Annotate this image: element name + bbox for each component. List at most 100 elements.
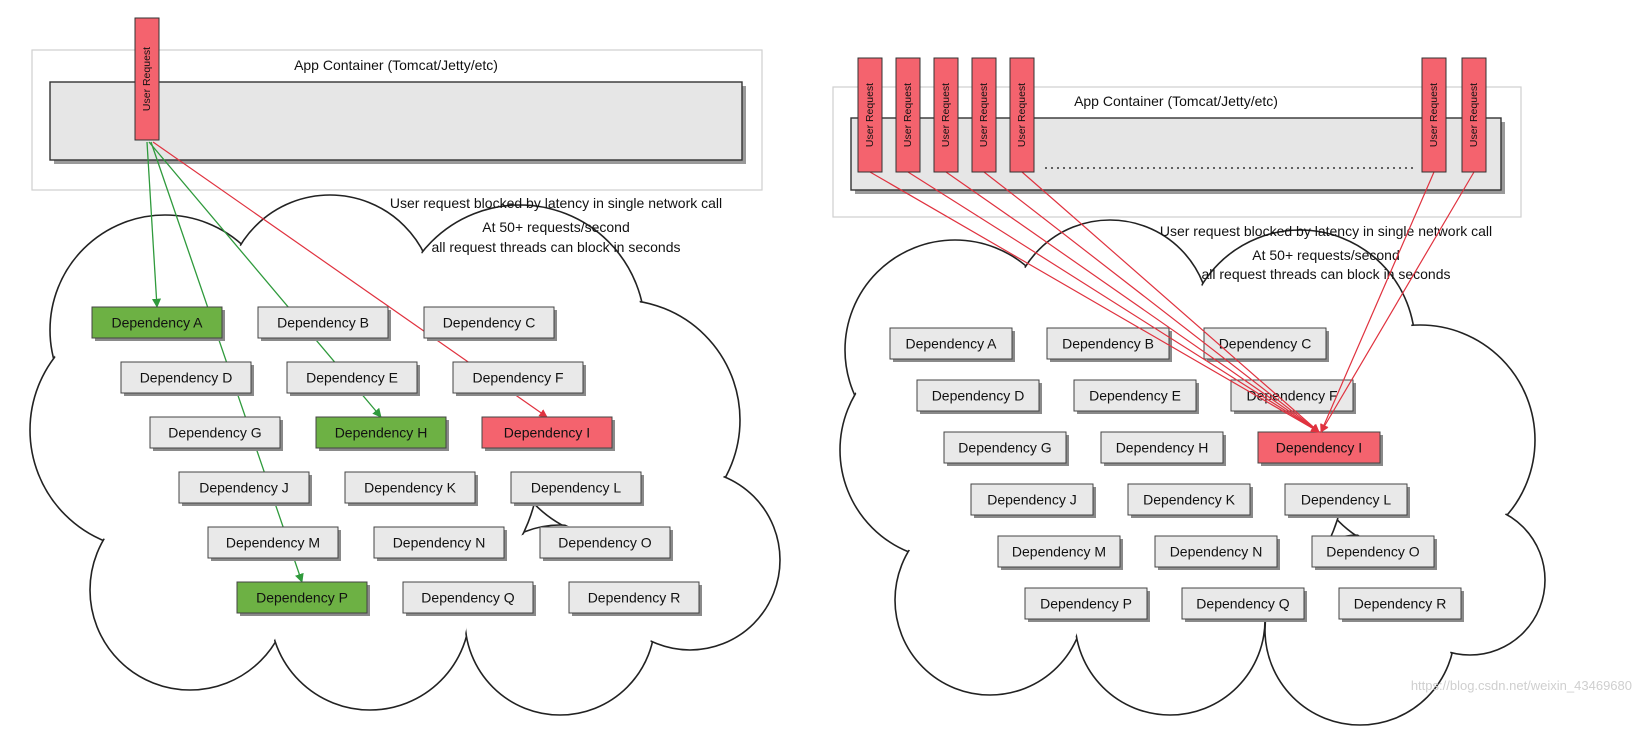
right-dep-label: Dependency E [1089, 388, 1181, 404]
right-user-request-label: User Request [1468, 83, 1480, 147]
right-dependency-f: Dependency F [1230, 379, 1356, 414]
left-dependency-q: Dependency Q [402, 581, 536, 616]
left-dep-label: Dependency J [199, 480, 289, 496]
left-user-request-label: User Request [141, 47, 153, 111]
right-request-line-5 [1021, 171, 1320, 433]
left-dep-box [149, 416, 281, 449]
left-dependency-a: Dependency A [91, 306, 225, 341]
right-user-request-1: User Request [857, 57, 883, 173]
right-dep-label: Dependency H [1116, 440, 1209, 456]
left-dep-box [178, 471, 310, 504]
right-dependency-o: Dependency O [1311, 535, 1437, 570]
right-connection-lines [869, 171, 1475, 433]
left-dependency-c: Dependency C [423, 306, 557, 341]
left-dep-label: Dependency D [140, 370, 233, 386]
left-dep-box [568, 581, 700, 614]
right-dep-label: Dependency P [1040, 596, 1132, 612]
right-dependency-b: Dependency B [1046, 327, 1172, 362]
left-dep-box [452, 361, 584, 394]
right-user-request-2: User Request [895, 57, 921, 173]
left-dep-label: Dependency P [256, 590, 348, 606]
right-user-request-label: User Request [1016, 83, 1028, 147]
right-caption-line-2: At 50+ requests/second [1252, 247, 1400, 263]
right-user-requests: User Request User Request User Request User… [857, 57, 1487, 173]
right-user-request-4: User Request [971, 57, 997, 173]
right-dep-label: Dependency I [1276, 440, 1362, 456]
right-dep-box [1024, 587, 1148, 620]
left-dep-box [423, 306, 555, 339]
right-dep-label: Dependency A [905, 336, 997, 352]
right-dependency-i: Dependency I [1257, 431, 1383, 466]
right-user-request-6: User Request [1421, 57, 1447, 173]
right-user-request-label: User Request [1428, 83, 1440, 147]
right-dep-box [970, 483, 1094, 516]
right-user-request-label: User Request [940, 83, 952, 147]
right-user-request-5: User Request [1009, 57, 1035, 173]
right-user-request-7: User Request [1461, 57, 1487, 173]
left-dependency-k: Dependency K [344, 471, 478, 506]
right-dep-label: Dependency Q [1196, 596, 1290, 612]
right-dep-box [1181, 587, 1305, 620]
right-dep-box [1154, 535, 1278, 568]
right-dep-box [916, 379, 1040, 412]
right-app-container-label: App Container (Tomcat/Jetty/etc) [1074, 93, 1278, 109]
right-dep-label: Dependency N [1170, 544, 1263, 560]
left-dep-label: Dependency K [364, 480, 457, 496]
right-user-request-box [933, 57, 959, 173]
left-dep-box [481, 416, 613, 449]
left-dependency-l: Dependency L [510, 471, 644, 506]
right-dep-label: Dependency L [1301, 492, 1392, 508]
right-user-request-label: User Request [978, 83, 990, 147]
left-app-container-bar [49, 81, 743, 161]
left-dependency-e: Dependency E [286, 361, 420, 396]
right-dep-box [997, 535, 1121, 568]
right-dep-box [1284, 483, 1408, 516]
right-request-line-2 [907, 171, 1320, 433]
left-dep-label: Dependency H [335, 425, 428, 441]
watermark: https://blog.csdn.net/weixin_43469680 [1411, 678, 1632, 693]
left-dep-box [373, 526, 505, 559]
left-dep-box [539, 526, 671, 559]
left-dependency-i: Dependency I [481, 416, 615, 451]
left-dependency-d: Dependency D [120, 361, 254, 396]
left-panel: App Container (Tomcat/Jetty/etc) User re… [29, 17, 781, 716]
left-dependency-h: Dependency H [315, 416, 449, 451]
right-user-request-label: User Request [864, 83, 876, 147]
right-dependency-k: Dependency K [1127, 483, 1253, 518]
left-dep-label: Dependency M [226, 535, 320, 551]
left-dependency-g: Dependency G [149, 416, 283, 451]
left-dep-label: Dependency C [443, 315, 536, 331]
right-user-request-box [857, 57, 883, 173]
right-user-request-label: User Request [902, 83, 914, 147]
left-dep-box [257, 306, 389, 339]
left-caption-line-2: At 50+ requests/second [482, 219, 630, 235]
left-dependency-n: Dependency N [373, 526, 507, 561]
left-dep-box [402, 581, 534, 614]
right-caption-line-1: User request blocked by latency in singl… [1160, 223, 1492, 239]
left-dependency-cloud [29, 194, 781, 716]
left-line-to-dependency-a [146, 141, 162, 308]
right-panel: App Container (Tomcat/Jetty/etc) User re… [832, 57, 1546, 726]
right-dependency-cloud [839, 219, 1546, 726]
right-user-request-box [1009, 57, 1035, 173]
right-dep-label: Dependency R [1354, 596, 1447, 612]
left-user-request: User Request [134, 17, 160, 141]
left-dep-box [286, 361, 418, 394]
left-dep-label: Dependency O [558, 535, 652, 551]
right-dep-label: Dependency G [958, 440, 1051, 456]
right-dep-label: Dependency F [1246, 388, 1337, 404]
right-request-line-3 [945, 171, 1320, 433]
left-dep-box [344, 471, 476, 504]
left-dependency-j: Dependency J [178, 471, 312, 506]
right-dependency-a: Dependency A [889, 327, 1015, 362]
right-dependency-j: Dependency J [970, 483, 1096, 518]
right-dep-box [1073, 379, 1197, 412]
right-dep-box [889, 327, 1013, 360]
right-dep-label: Dependency K [1143, 492, 1236, 508]
right-dep-label: Dependency J [987, 492, 1077, 508]
right-dep-box [1338, 587, 1462, 620]
right-dependency-q: Dependency Q [1181, 587, 1307, 622]
right-dep-label: Dependency O [1326, 544, 1420, 560]
right-dependency-c: Dependency C [1203, 327, 1329, 362]
